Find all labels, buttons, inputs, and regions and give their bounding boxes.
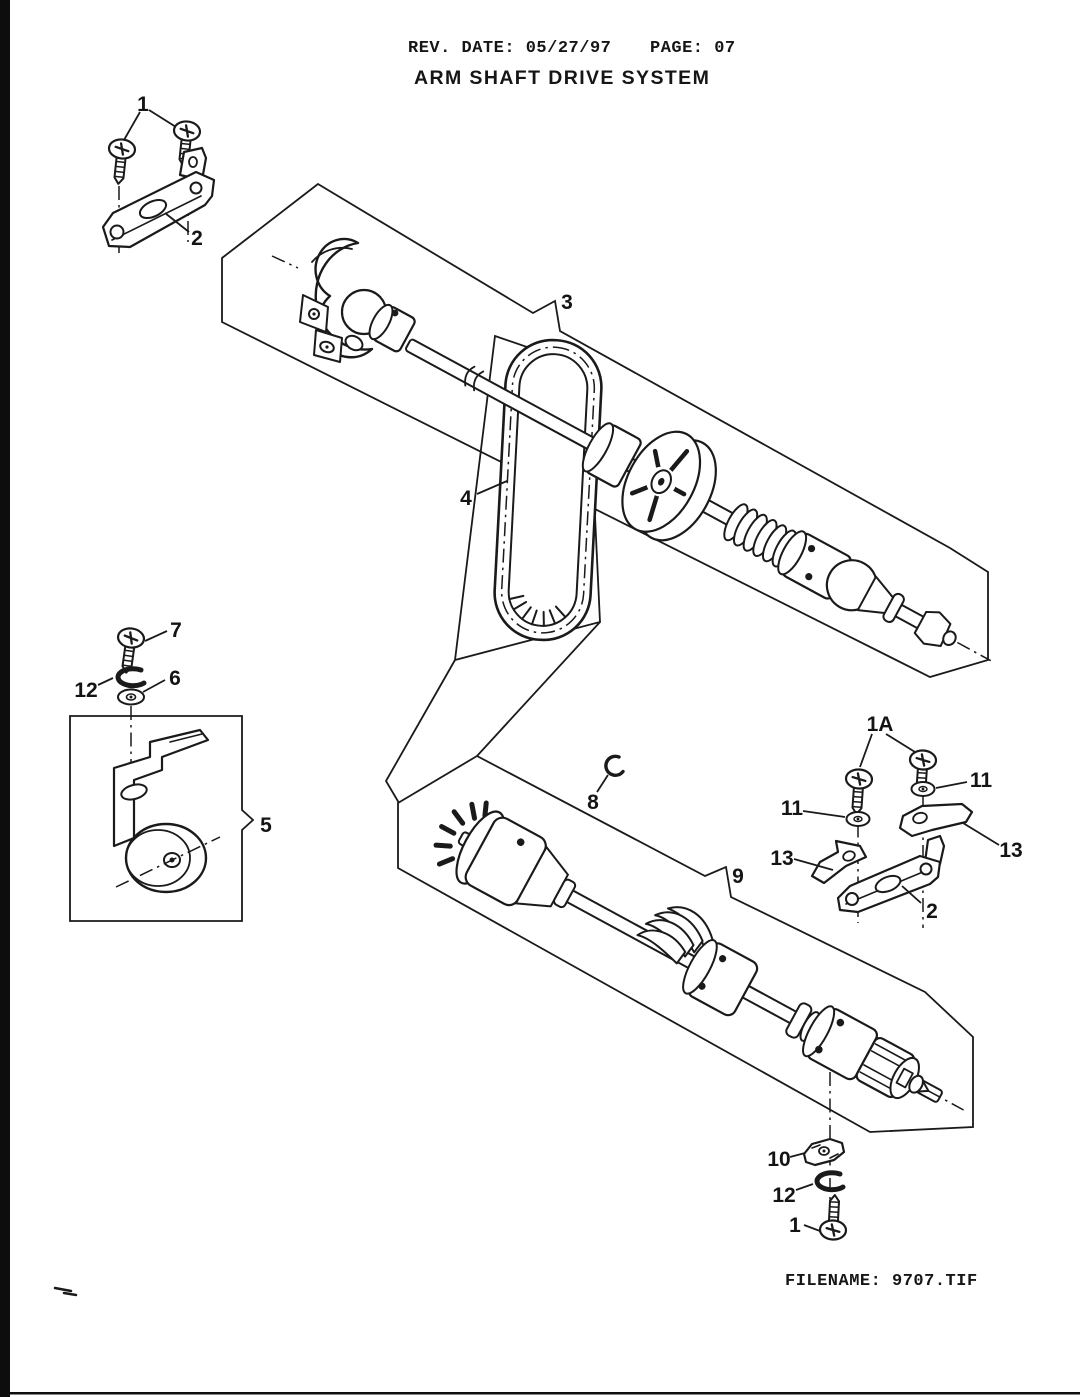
lower-arm-shaft-assembly	[433, 800, 964, 1111]
callout-11-left: 11	[781, 797, 804, 820]
callout-1a: 1A	[867, 713, 894, 736]
rev-date-label: REV. DATE:	[408, 39, 516, 58]
rev-date: REV. DATE: 05/27/97	[408, 39, 611, 58]
connector-lines	[384, 621, 601, 804]
filename: FILENAME: 9707.TIF	[785, 1272, 978, 1291]
callout-labels: 1 2 3 4 7 12 6 5 8 9 1A 11 11 13 13 2 10…	[74, 93, 1022, 1237]
upper-assembly-box	[221, 182, 989, 678]
callout-1-bottom: 1	[789, 1214, 801, 1237]
page-number: PAGE: 07	[650, 39, 736, 58]
lower-assembly-box	[397, 754, 974, 1133]
washer	[910, 781, 936, 797]
belt-pulley	[621, 430, 717, 542]
leader-lines	[97, 109, 1000, 1232]
callout-1-top: 1	[137, 93, 149, 116]
retaining-clip	[604, 754, 625, 777]
shaft-ring	[882, 592, 905, 623]
set-collar	[368, 303, 416, 353]
callout-12-left: 12	[74, 679, 97, 702]
callout-2-right: 2	[926, 900, 938, 923]
callout-13-right: 13	[999, 839, 1022, 862]
screw-icon	[818, 1193, 849, 1242]
callout-2-top: 2	[191, 227, 203, 250]
callout-3: 3	[561, 291, 573, 314]
timing-belt	[493, 338, 603, 642]
callout-7: 7	[170, 619, 182, 642]
right-fastener-group	[810, 748, 974, 914]
top-left-fasteners	[101, 119, 216, 249]
callout-13-left: 13	[770, 847, 793, 870]
callout-8: 8	[587, 791, 599, 814]
page-title: ARM SHAFT DRIVE SYSTEM	[414, 67, 711, 89]
screw-icon	[842, 767, 874, 816]
filename-label: FILENAME:	[785, 1272, 882, 1291]
shaft-end-block	[913, 610, 952, 647]
mounting-bracket	[101, 146, 216, 249]
idler-box	[69, 715, 255, 922]
helical-gear	[636, 906, 759, 1017]
mounting-bracket	[836, 834, 946, 914]
idler-group	[112, 625, 221, 894]
page-label: PAGE:	[650, 39, 704, 58]
bottom-fastener-group	[802, 1137, 849, 1242]
idler-bracket	[112, 728, 210, 848]
rev-date-value: 05/27/97	[525, 39, 612, 58]
callout-11-right: 11	[970, 769, 993, 792]
callout-5: 5	[260, 814, 272, 837]
clamp-plate	[802, 1137, 846, 1167]
assembly-boxes	[69, 182, 989, 1133]
screw-icon	[104, 137, 138, 187]
pulley-hub	[581, 422, 642, 488]
shaft-tip	[942, 630, 957, 647]
callout-6: 6	[169, 667, 181, 690]
lower-shaft-tip	[908, 1074, 924, 1094]
callout-9: 9	[732, 865, 744, 888]
page-value: 07	[714, 39, 736, 58]
balance-crank	[299, 237, 416, 363]
angle-bracket	[810, 839, 868, 885]
upper-arm-shaft-assembly	[405, 338, 992, 662]
idler-pulley	[124, 822, 208, 894]
callout-4: 4	[460, 487, 472, 510]
filename-value: 9707.TIF	[892, 1272, 978, 1291]
washer	[845, 811, 871, 827]
lock-washer	[814, 1170, 846, 1193]
lower-shaft-coupling	[802, 1005, 879, 1081]
belt-teeth	[508, 594, 567, 627]
crown-gear-coupling	[433, 800, 577, 909]
callout-10: 10	[767, 1148, 790, 1171]
angle-bracket	[898, 802, 974, 838]
callout-12-bottom: 12	[772, 1184, 795, 1207]
splined-gear	[855, 1036, 920, 1100]
lock-washer	[115, 666, 147, 689]
